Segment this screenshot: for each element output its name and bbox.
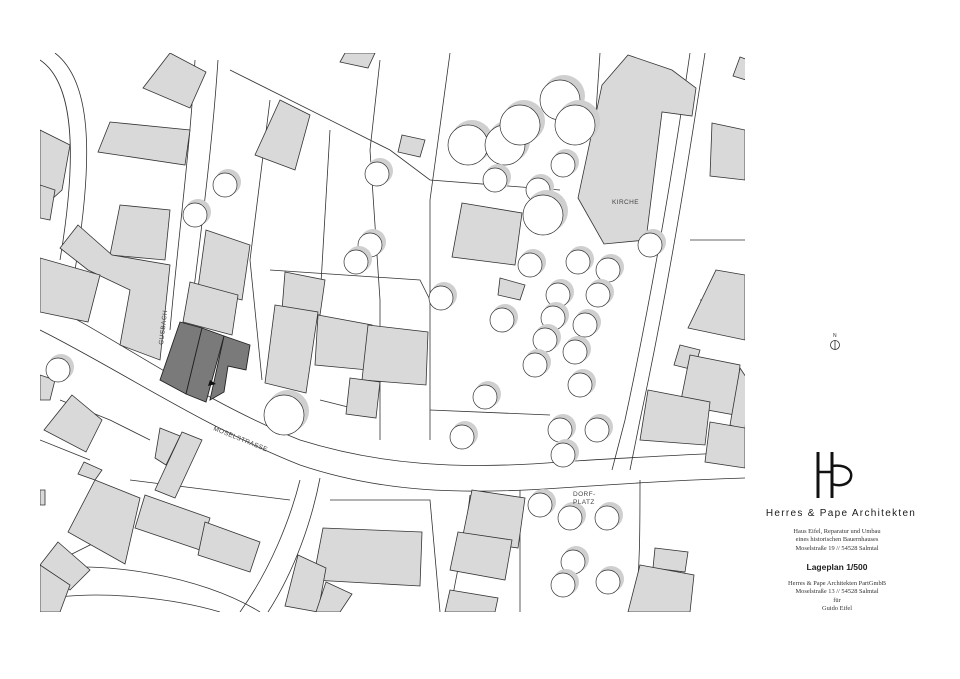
firm-logo-icon (816, 452, 853, 498)
project-description: Haus Eifel, Reparatur und Umbau eines hi… (762, 528, 912, 553)
buildings (40, 53, 745, 612)
square-label-line2: PLATZ (573, 499, 595, 506)
north-arrow-label: N (833, 333, 837, 339)
map-content: KIRCHE MOSELSTRASSE GUSBACH DORF- PLATZ (40, 53, 745, 612)
plan-scale-title: Lageplan 1/500 (806, 562, 868, 572)
client-info: Herres & Pape Architekten PartGmbB Mosel… (762, 580, 912, 614)
street-label-moselstrasse: MOSELSTRASSE (212, 425, 269, 453)
subject-building (159, 321, 251, 403)
project-line: Haus Eifel, Reparatur und Umbau (793, 528, 881, 535)
north-arrow: N (830, 333, 840, 350)
entrance-marker (208, 380, 216, 386)
firm-name: Herres & Pape Architekten (765, 508, 917, 519)
square-label-line1: DORF- (573, 491, 596, 498)
client-line: Herres & Pape Architekten PartGmbB (788, 580, 886, 587)
project-line: eines historischen Bauernhauses (795, 536, 879, 544)
street-label-gusbach: GUSBACH (158, 310, 169, 346)
church-label: KIRCHE (612, 199, 639, 206)
client-line: Guido Eifel (822, 605, 852, 613)
client-line: Moselstraße 13 // 54528 Salmtal (795, 588, 879, 596)
client-line: für (833, 596, 841, 604)
project-line: Moselstraße 19 // 54528 Salmtal (795, 544, 879, 552)
